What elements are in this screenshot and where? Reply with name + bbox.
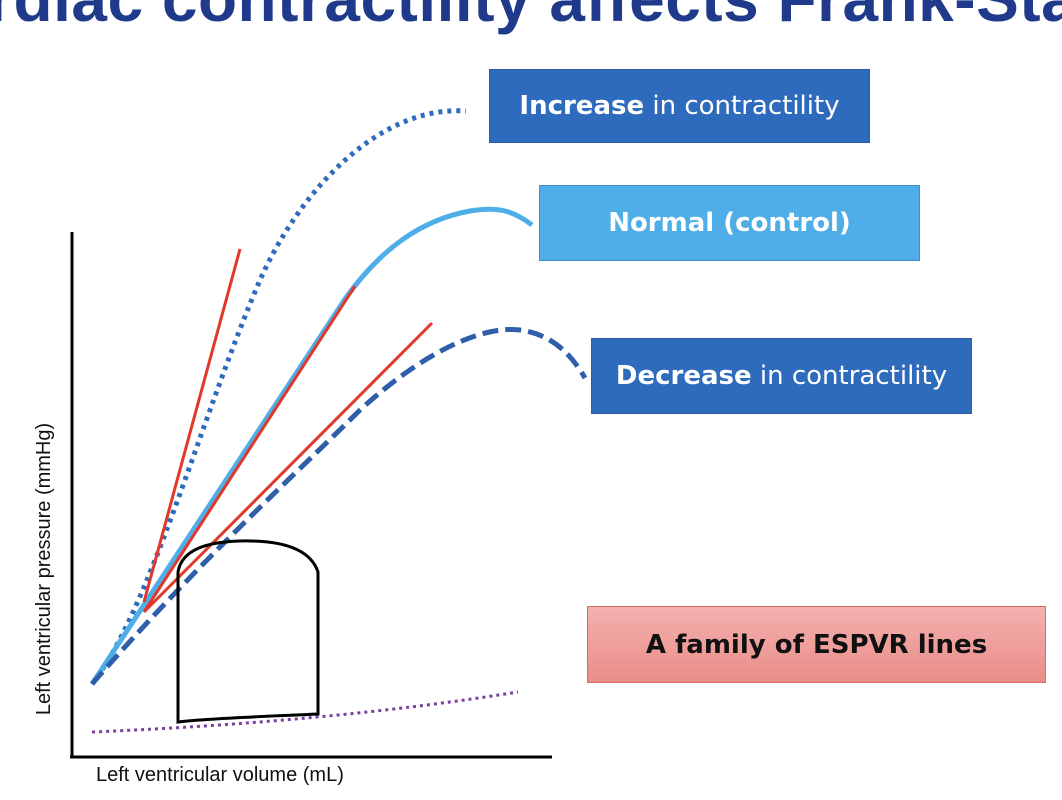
increase-label-rest: in contractility xyxy=(644,91,840,121)
espvr-line-normal xyxy=(142,285,357,613)
x-axis-label: Left ventricular volume (mL) xyxy=(96,764,344,786)
decrease-label-box: Decrease in contractility xyxy=(591,338,972,414)
decrease-label-rest: in contractility xyxy=(751,361,948,391)
espvr-line-increase xyxy=(142,248,242,603)
normal-label-box: Normal (control) xyxy=(539,185,920,261)
increase-curve xyxy=(90,108,467,686)
increase-label-box: Increase in contractility xyxy=(489,69,870,143)
espvr-family-box: A family of ESPVR lines xyxy=(587,606,1046,683)
decrease-label-bold: Decrease xyxy=(615,361,752,391)
normal-curve xyxy=(89,206,534,686)
edpvr-curve xyxy=(91,690,519,734)
page-title: ardiac contractility affects Frank-Starl… xyxy=(0,0,1062,36)
espvr-line-decrease xyxy=(142,321,434,614)
increase-label-bold: Increase xyxy=(519,91,645,121)
decrease-curve xyxy=(90,326,588,686)
normal-label: Normal (control) xyxy=(608,208,851,238)
pv-loop xyxy=(176,539,320,724)
y-axis-label: Left ventricular pressure (mmHg) xyxy=(33,422,55,716)
espvr-family-label: A family of ESPVR lines xyxy=(645,629,988,660)
